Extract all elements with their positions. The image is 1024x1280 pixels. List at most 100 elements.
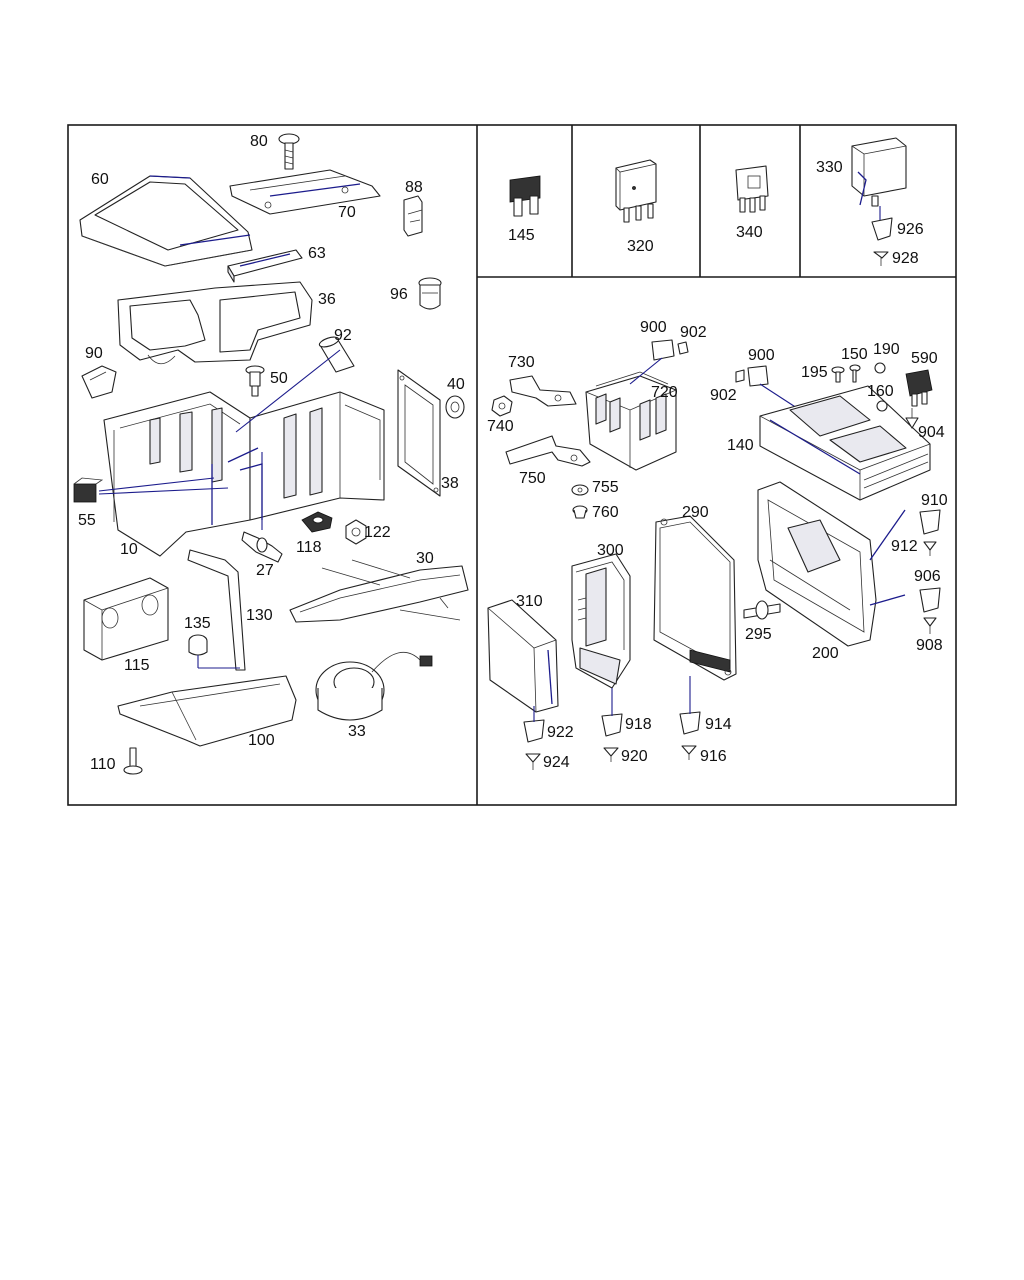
callout-300: 300	[597, 542, 624, 559]
part-740-nut	[491, 395, 513, 417]
callout-10: 10	[120, 541, 138, 558]
part-300-unit	[571, 553, 631, 689]
callout-720: 720	[651, 384, 678, 401]
callout-55: 55	[78, 512, 96, 529]
callout-27: 27	[256, 562, 274, 579]
callout-50: 50	[270, 370, 288, 387]
callout-115: 115	[124, 657, 150, 674]
callout-30: 30	[416, 550, 434, 567]
callout-160: 160	[867, 383, 894, 400]
callout-195: 195	[801, 364, 828, 381]
part-160-nut	[876, 400, 888, 412]
callout-922: 922	[547, 724, 574, 741]
callout-290: 290	[682, 504, 709, 521]
part-60-cover	[79, 175, 253, 267]
right-panel-parts	[487, 339, 941, 770]
part-924-pin	[525, 753, 541, 770]
part-910-terminal	[919, 509, 941, 535]
part-720-fuseblock	[585, 371, 677, 471]
part-920-pin	[603, 747, 619, 762]
callout-122: 122	[364, 524, 391, 541]
part-115-bracket	[83, 577, 169, 661]
callout-900-b: 900	[748, 347, 775, 364]
part-130-strap	[187, 549, 246, 671]
part-912-pin	[923, 541, 937, 556]
callout-36: 36	[318, 291, 336, 308]
callout-928: 928	[892, 250, 919, 267]
callout-140: 140	[727, 437, 754, 454]
part-70-bracket	[229, 169, 381, 215]
part-900-connector-a	[629, 339, 675, 385]
callout-70: 70	[338, 204, 356, 221]
callout-755: 755	[592, 479, 619, 496]
part-340-relay	[735, 165, 769, 213]
callout-916: 916	[700, 748, 727, 765]
part-27-connector	[241, 531, 283, 563]
callout-100: 100	[248, 732, 275, 749]
top-right-parts	[509, 137, 907, 266]
callout-590: 590	[911, 350, 938, 367]
part-906-terminal	[919, 587, 941, 613]
part-50-bolt	[245, 365, 265, 397]
part-295-bolt	[743, 600, 781, 620]
part-145-fuse	[509, 175, 541, 217]
part-140-module	[759, 385, 931, 501]
callout-labels: 80 60 70 88 63 36 96 92 90 50 40 38 55 1…	[78, 133, 948, 773]
part-38-gasket	[397, 369, 441, 497]
callout-80: 80	[250, 133, 268, 150]
part-902-pin-b	[735, 369, 745, 383]
callout-918: 918	[625, 716, 652, 733]
part-55-block	[73, 477, 104, 503]
callout-912: 912	[891, 538, 918, 555]
callout-295: 295	[745, 626, 772, 643]
callout-900-a: 900	[640, 319, 667, 336]
callout-190: 190	[873, 341, 900, 358]
part-750-bracket	[505, 435, 591, 467]
part-30-duct	[289, 559, 469, 623]
left-panel-parts	[73, 133, 469, 775]
part-310-unit	[487, 599, 559, 713]
part-902-pin-a	[677, 341, 689, 355]
part-908-pin	[923, 617, 937, 634]
part-200-tray	[757, 481, 906, 647]
part-900-connector-b	[747, 365, 801, 411]
part-110-screw	[123, 747, 143, 775]
callout-730: 730	[508, 354, 535, 371]
callout-902-a: 902	[680, 324, 707, 341]
callout-320: 320	[627, 238, 654, 255]
part-63-strip	[227, 249, 303, 283]
part-914-terminal	[679, 676, 701, 735]
callout-110: 110	[90, 756, 116, 773]
callout-914: 914	[705, 716, 732, 733]
callout-310: 310	[516, 593, 543, 610]
callout-910: 910	[921, 492, 948, 509]
part-730-bracket	[509, 375, 577, 407]
part-88-clip	[403, 195, 423, 237]
part-10-housing	[103, 391, 385, 557]
callout-135: 135	[184, 615, 211, 632]
callout-63: 63	[308, 245, 326, 262]
part-92-cylinder	[318, 336, 355, 373]
callout-130: 130	[246, 607, 273, 624]
callout-38: 38	[441, 475, 459, 492]
part-922-terminal	[523, 706, 545, 743]
callout-924: 924	[543, 754, 570, 771]
callout-118: 118	[296, 539, 322, 556]
part-40-grommet	[445, 395, 465, 419]
callout-90: 90	[85, 345, 103, 362]
part-100-tray	[117, 675, 297, 747]
part-118-clip	[301, 511, 333, 533]
part-150-screw	[849, 364, 861, 383]
callout-200: 200	[812, 645, 839, 662]
callout-902-b: 902	[710, 387, 737, 404]
part-760-grommet	[572, 505, 588, 519]
callout-904: 904	[918, 424, 945, 441]
diagram-frames	[67, 124, 957, 806]
callout-340: 340	[736, 224, 763, 241]
part-916-pin	[681, 745, 697, 760]
callout-750: 750	[519, 470, 546, 487]
part-90-clip	[81, 365, 117, 399]
part-904-pin	[905, 408, 919, 429]
callout-40: 40	[447, 376, 465, 393]
part-36-frame	[117, 281, 313, 365]
